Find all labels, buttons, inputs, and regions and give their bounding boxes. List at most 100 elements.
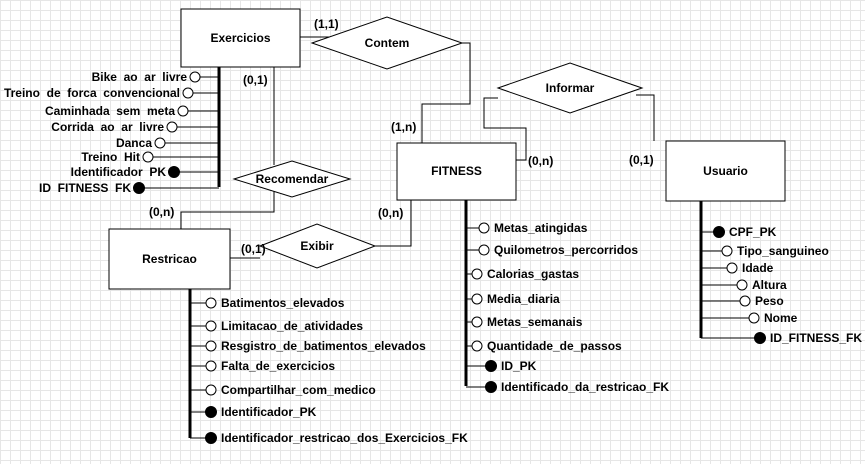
attribute-fitness-3[interactable]: Media_diaria — [466, 292, 560, 306]
attribute-label-fitness-6: ID_PK — [501, 359, 537, 373]
attribute-usuario-3[interactable]: Altura — [701, 278, 787, 292]
card-contem-fitness: (1,n) — [391, 120, 416, 134]
entity-restricao-label: Restricao — [142, 252, 197, 266]
attribute-label-usuario-1: Tipo_sanguineo — [737, 244, 829, 258]
attribute-usuario-0[interactable]: CPF_PK — [701, 225, 777, 239]
connector-lines — [180, 36, 655, 259]
key-attribute-marker-exercicios-7 — [133, 182, 145, 194]
entity-fitness-label: FITNESS — [431, 164, 482, 178]
attribute-usuario-1[interactable]: Tipo_sanguineo — [701, 244, 829, 258]
attribute-marker-fitness-1 — [478, 244, 490, 256]
attribute-label-fitness-7: Identificado_da_restricao_FK — [501, 380, 669, 394]
card-contem-exercicios: (1,1) — [314, 17, 339, 31]
attribute-exercicios-3[interactable]: Corrida ao ar livre — [51, 120, 219, 134]
entity-usuario[interactable]: Usuario — [665, 140, 786, 202]
attribute-fitness-4[interactable]: Metas_semanais — [466, 315, 583, 329]
attribute-marker-exercicios-1 — [182, 87, 194, 99]
relationship-recomendar-label: Recomendar — [256, 172, 329, 186]
attribute-label-restricao-4: Compartilhar_com_medico — [221, 383, 376, 397]
attribute-restricao-4[interactable]: Compartilhar_com_medico — [190, 383, 376, 397]
key-attribute-marker-fitness-6 — [485, 360, 497, 372]
attribute-fitness-7[interactable]: Identificado_da_restricao_FK — [466, 380, 669, 394]
attribute-label-usuario-5: Nome — [764, 311, 798, 325]
attribute-restricao-2[interactable]: Resgistro_de_batimentos_elevados — [190, 339, 426, 353]
attribute-label-fitness-1: Quilometros_percorridos — [494, 243, 638, 257]
key-attribute-marker-exercicios-6 — [168, 166, 180, 178]
attribute-label-usuario-6: ID_FITNESS_FK — [770, 331, 862, 345]
relationship-exibir[interactable]: Exibir — [258, 223, 377, 269]
card-recomendar-restricao: (0,n) — [149, 205, 174, 219]
attribute-exercicios-5[interactable]: Treino Hit — [81, 150, 219, 164]
cardinalities: (1,1) (1,n) (0,n) (0,1) (0,1) (0,n) (0,1… — [149, 17, 654, 256]
relationship-informar-label: Informar — [546, 81, 595, 95]
attribute-label-restricao-1: Limitacao_de_atividades — [221, 319, 363, 333]
attribute-exercicios-0[interactable]: Bike ao ar livre — [92, 70, 219, 84]
attribute-fitness-0[interactable]: Metas_atingidas — [466, 221, 588, 235]
attribute-label-restricao-2: Resgistro_de_batimentos_elevados — [221, 339, 426, 353]
attribute-label-exercicios-5: Treino Hit — [81, 150, 140, 164]
key-attribute-marker-fitness-7 — [485, 381, 497, 393]
attribute-label-restricao-0: Batimentos_elevados — [221, 296, 345, 310]
attribute-label-fitness-3: Media_diaria — [487, 292, 560, 306]
attribute-restricao-0[interactable]: Batimentos_elevados — [190, 296, 345, 310]
attribute-restricao-6[interactable]: Identificador_restricao_dos_Exercicios_F… — [190, 431, 468, 445]
attribute-marker-restricao-4 — [205, 384, 217, 396]
attribute-label-exercicios-2: Caminhada sem meta — [45, 104, 175, 118]
attribute-label-exercicios-4: Danca — [116, 136, 152, 150]
attribute-exercicios-4[interactable]: Danca — [116, 136, 219, 150]
line-contem-fitness — [421, 42, 471, 143]
entity-exercicios[interactable]: Exercicios — [180, 8, 301, 68]
attribute-label-exercicios-6: Identificador PK — [71, 165, 167, 179]
attribute-marker-fitness-0 — [478, 222, 490, 234]
relationship-contem-label: Contem — [365, 36, 410, 50]
attribute-exercicios-6[interactable]: Identificador PK — [71, 165, 219, 179]
card-informar-fitness: (0,n) — [528, 154, 553, 168]
attribute-marker-usuario-4 — [739, 295, 751, 307]
attribute-exercicios-2[interactable]: Caminhada sem meta — [45, 104, 219, 118]
relationship-informar[interactable]: Informar — [496, 62, 644, 114]
attribute-restricao-1[interactable]: Limitacao_de_atividades — [190, 319, 363, 333]
attribute-marker-exercicios-5 — [142, 151, 154, 163]
attribute-marker-restricao-2 — [205, 340, 217, 352]
attribute-label-restricao-3: Falta_de_exercicios — [221, 359, 335, 373]
attribute-marker-usuario-3 — [736, 279, 748, 291]
attribute-label-usuario-4: Peso — [755, 294, 784, 308]
attribute-label-fitness-4: Metas_semanais — [487, 315, 583, 329]
entity-exercicios-label: Exercicios — [210, 31, 270, 45]
entity-restricao[interactable]: Restricao — [108, 228, 231, 290]
attribute-label-fitness-0: Metas_atingidas — [494, 221, 588, 235]
relationship-contem[interactable]: Contem — [310, 16, 464, 70]
attribute-label-exercicios-7: ID FITNESS FK — [39, 181, 131, 195]
attribute-usuario-2[interactable]: Idade — [701, 261, 774, 275]
attribute-exercicios-7[interactable]: ID FITNESS FK — [39, 181, 219, 195]
attribute-usuario-6[interactable]: ID_FITNESS_FK — [701, 331, 862, 345]
card-exibir-restricao: (0,1) — [241, 242, 266, 256]
line-informar-usuario — [636, 94, 655, 141]
attribute-fitness-5[interactable]: Quantidade_de_passos — [466, 339, 622, 353]
attribute-usuario-4[interactable]: Peso — [701, 294, 784, 308]
relationship-recomendar[interactable]: Recomendar — [232, 160, 352, 198]
attribute-marker-exercicios-4 — [154, 137, 166, 149]
attribute-label-exercicios-3: Corrida ao ar livre — [51, 120, 164, 134]
attribute-label-exercicios-0: Bike ao ar livre — [92, 70, 188, 84]
attribute-label-usuario-2: Idade — [742, 261, 774, 275]
key-attribute-marker-usuario-6 — [754, 332, 766, 344]
attribute-restricao-3[interactable]: Falta_de_exercicios — [190, 359, 335, 373]
attribute-marker-usuario-2 — [726, 262, 738, 274]
line-fitness-informar — [483, 97, 527, 161]
attribute-label-restricao-5: Identificador_PK — [221, 405, 317, 419]
line-recomendar-restricao — [180, 190, 275, 229]
attribute-fitness-2[interactable]: Calorias_gastas — [466, 267, 579, 281]
card-recomendar-exercicios: (0,1) — [243, 73, 268, 87]
attribute-marker-fitness-3 — [471, 293, 483, 305]
attribute-restricao-5[interactable]: Identificador_PK — [190, 405, 317, 419]
entity-usuario-label: Usuario — [703, 164, 748, 178]
attribute-exercicios-1[interactable]: Treino de forca convencional — [4, 86, 219, 100]
attribute-fitness-6[interactable]: ID_PK — [466, 359, 537, 373]
attribute-usuario-5[interactable]: Nome — [701, 311, 798, 325]
key-attribute-marker-restricao-6 — [205, 432, 217, 444]
attribute-fitness-1[interactable]: Quilometros_percorridos — [466, 243, 638, 257]
entity-fitness[interactable]: FITNESS — [396, 142, 517, 201]
